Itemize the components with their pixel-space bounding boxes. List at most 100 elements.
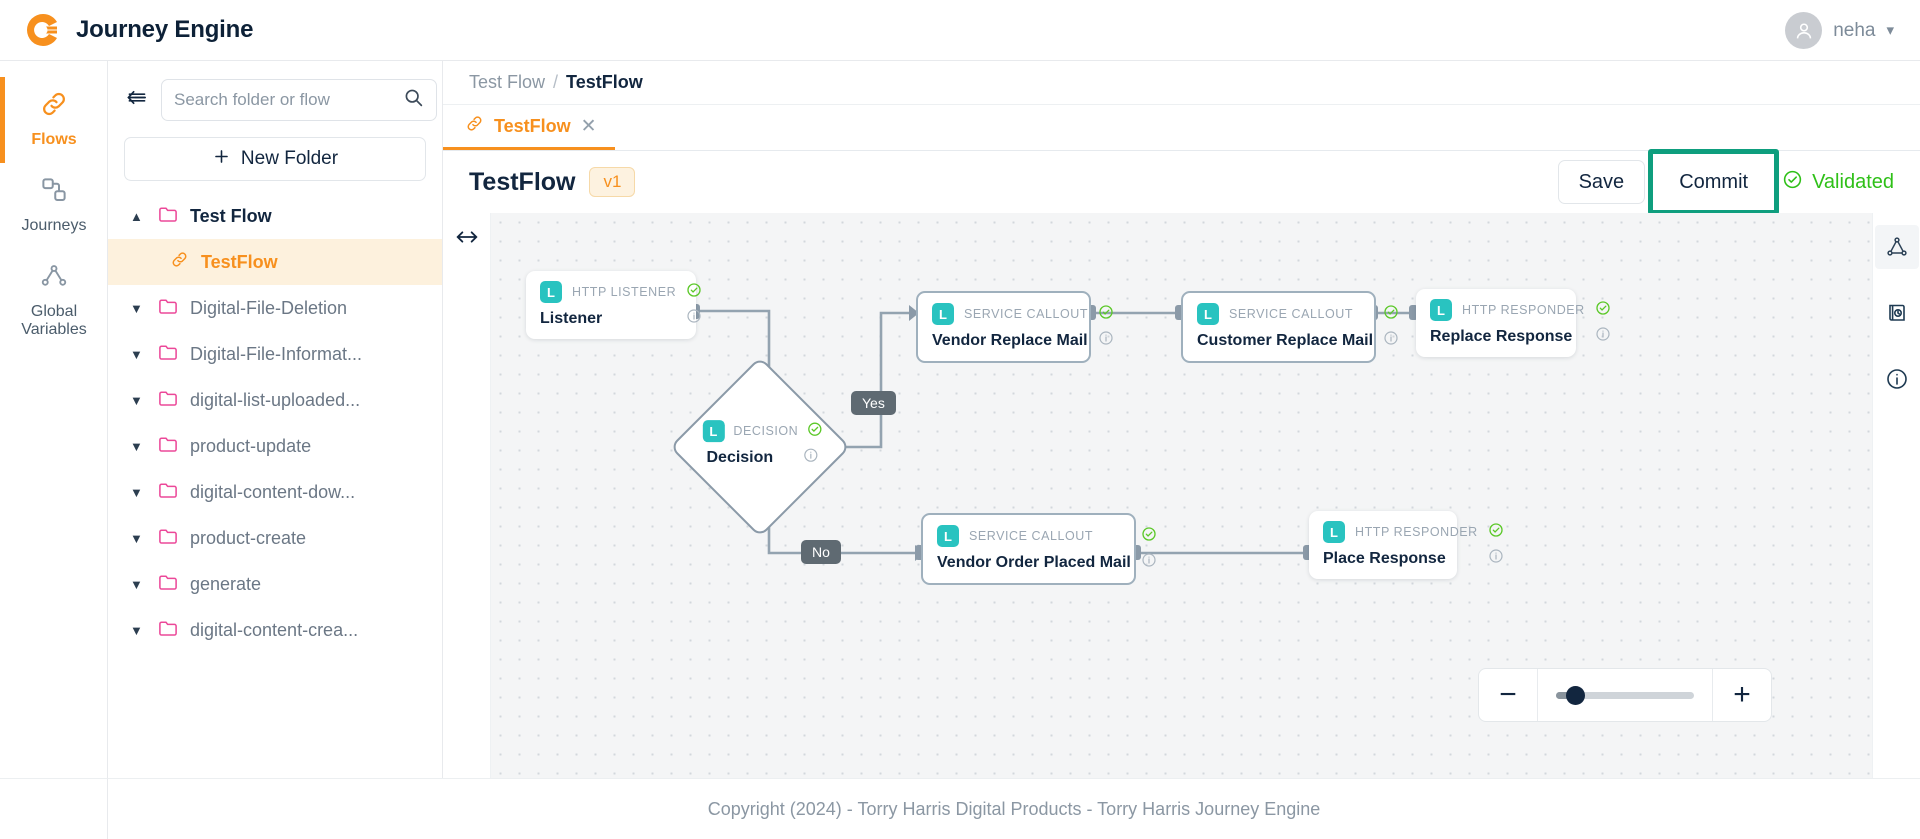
info-circle-icon[interactable]: [1383, 330, 1399, 351]
commit-button-wrapper: Commit: [1648, 149, 1780, 215]
chevron-down-icon[interactable]: ▼: [130, 300, 143, 316]
node-footer: Vendor Order Placed Mail: [937, 552, 1157, 573]
zoom-in-button[interactable]: +: [1733, 678, 1751, 711]
flow-node-replace-response[interactable]: L HTTP RESPONDER Replace Response: [1416, 289, 1610, 357]
folder-icon: [158, 573, 178, 596]
node-badge: L: [937, 525, 959, 547]
info-circle-icon[interactable]: [1875, 357, 1919, 401]
footer: Copyright (2024) - Torry Harris Digital …: [108, 778, 1920, 839]
chevron-down-icon[interactable]: ▼: [130, 622, 143, 638]
chevron-down-icon[interactable]: ▼: [130, 484, 143, 500]
node-name: Replace Response: [1430, 327, 1573, 345]
flow-title-bar: TestFlow v1 Save Commit Validated: [443, 149, 1920, 215]
flow-node-decision[interactable]: L DECISION Decision: [669, 356, 851, 538]
tab-label: TestFlow: [494, 115, 571, 136]
zoom-thumb[interactable]: [1566, 685, 1586, 705]
node-badge: L: [1430, 299, 1452, 321]
node-body: L HTTP RESPONDER Replace Response: [1416, 289, 1625, 357]
panel-search-row: [108, 61, 442, 131]
check-circle-icon: [1098, 304, 1114, 325]
info-circle-icon[interactable]: [686, 308, 702, 329]
sidebar-item-global-variables[interactable]: Global Variables: [0, 249, 108, 353]
main-content: Test Flow / TestFlow TestFlow ✕ TestFlow…: [443, 61, 1920, 778]
brand[interactable]: Journey Engine: [0, 11, 253, 49]
flow-node-vendor-replace-mail[interactable]: L SERVICE CALLOUT Vendor Replace Mail: [916, 291, 1113, 363]
tree-row[interactable]: ▼ generate: [108, 561, 442, 607]
info-circle-icon[interactable]: [1488, 548, 1504, 569]
zoom-out-button[interactable]: −: [1499, 678, 1517, 711]
new-folder-button[interactable]: New Folder: [124, 137, 426, 181]
info-circle-icon[interactable]: [803, 447, 819, 468]
sidebar-item-flows-label: Flows: [31, 131, 77, 148]
title-actions: Save Commit Validated: [1557, 149, 1898, 215]
chevron-down-icon[interactable]: ▼: [130, 346, 143, 362]
expand-collapse-handle-icon[interactable]: [454, 229, 480, 778]
node-body: L DECISION Decision: [675, 420, 851, 468]
tree-row-label: Digital-File-Deletion: [190, 297, 348, 318]
tree-row-label: digital-content-crea...: [190, 619, 359, 640]
history-book-icon[interactable]: [1875, 291, 1919, 335]
flow-node-vendor-order-placed-mail[interactable]: L SERVICE CALLOUT Vendor Order Placed Ma…: [921, 513, 1156, 585]
chevron-down-icon[interactable]: ▾: [1886, 22, 1894, 39]
search-icon[interactable]: [403, 87, 424, 113]
chevron-down-icon[interactable]: ▼: [130, 392, 143, 408]
tree-row[interactable]: ▲ Test Flow: [108, 193, 442, 239]
node-name: Vendor Replace Mail: [932, 331, 1088, 349]
canvas-area: L HTTP LISTENER Listener: [443, 213, 1920, 778]
check-circle-icon: [686, 282, 702, 303]
status-badge: Validated: [1782, 169, 1898, 195]
tab-testflow[interactable]: TestFlow ✕: [443, 105, 615, 150]
user-menu[interactable]: neha ▾: [1785, 12, 1894, 49]
zoom-slider[interactable]: [1538, 685, 1712, 705]
commit-button[interactable]: Commit: [1659, 160, 1769, 204]
sidebar-item-journeys[interactable]: Journeys: [0, 163, 108, 249]
tree-row[interactable]: ▼ digital-content-crea...: [108, 607, 442, 653]
flow-node-listener[interactable]: L HTTP LISTENER Listener: [526, 271, 701, 339]
info-circle-icon[interactable]: [1098, 330, 1114, 351]
tree-row-testflow[interactable]: TestFlow: [108, 239, 442, 285]
footer-text: Copyright (2024) - Torry Harris Digital …: [707, 798, 1321, 819]
tree-row[interactable]: ▼ Digital-File-Informat...: [108, 331, 442, 377]
breadcrumb-separator: /: [553, 72, 559, 92]
tree-row-label: TestFlow: [201, 251, 278, 272]
info-circle-icon[interactable]: [1141, 552, 1157, 573]
node-name: Vendor Order Placed Mail: [937, 553, 1131, 571]
node-header: L HTTP RESPONDER: [1323, 521, 1504, 543]
sidebar-item-flows[interactable]: Flows: [0, 77, 108, 163]
search-input[interactable]: [174, 90, 395, 110]
flow-canvas[interactable]: L HTTP LISTENER Listener: [491, 213, 1872, 778]
node-type-label: SERVICE CALLOUT: [969, 529, 1094, 543]
info-circle-icon[interactable]: [1595, 326, 1611, 347]
save-button[interactable]: Save: [1557, 160, 1646, 204]
flow-node-customer-replace-mail[interactable]: L SERVICE CALLOUT Customer Replace Mail: [1181, 291, 1398, 363]
folder-icon: [158, 481, 178, 504]
collapse-panel-icon[interactable]: [124, 88, 149, 112]
zoom-track[interactable]: [1556, 685, 1694, 705]
node-header: L SERVICE CALLOUT: [1197, 303, 1399, 325]
close-icon[interactable]: ✕: [580, 115, 597, 137]
search-box[interactable]: [161, 79, 437, 121]
nodes-stack-icon: [39, 175, 69, 210]
sidebar-item-journeys-label: Journeys: [21, 216, 87, 234]
graph-layout-icon[interactable]: [1874, 225, 1919, 269]
user-name: neha: [1833, 19, 1876, 41]
graph-variables-icon: [39, 261, 69, 296]
tree-row[interactable]: ▼ digital-list-uploaded...: [108, 377, 442, 423]
chevron-up-icon[interactable]: ▲: [130, 208, 143, 224]
node-header: L DECISION: [675, 420, 851, 443]
breadcrumb-parent[interactable]: Test Flow: [469, 72, 546, 92]
folder-panel: New Folder ▲ Test Flow: [108, 61, 443, 778]
tree-row[interactable]: ▼ product-update: [108, 423, 442, 469]
node-badge: L: [1323, 521, 1345, 543]
chevron-down-icon[interactable]: ▼: [130, 438, 143, 454]
tree-row[interactable]: ▼ product-create: [108, 515, 442, 561]
tree-row[interactable]: ▼ Digital-File-Deletion: [108, 285, 442, 331]
validated-label: Validated: [1812, 170, 1894, 193]
tree-row[interactable]: ▼ digital-content-dow...: [108, 469, 442, 515]
flow-node-place-response[interactable]: L HTTP RESPONDER Place Response: [1309, 511, 1503, 579]
folder-icon: [158, 527, 178, 550]
chevron-down-icon[interactable]: ▼: [130, 576, 143, 592]
node-name: Decision: [706, 448, 774, 466]
chevron-down-icon[interactable]: ▼: [130, 530, 143, 546]
node-type-label: SERVICE CALLOUT: [964, 307, 1089, 321]
